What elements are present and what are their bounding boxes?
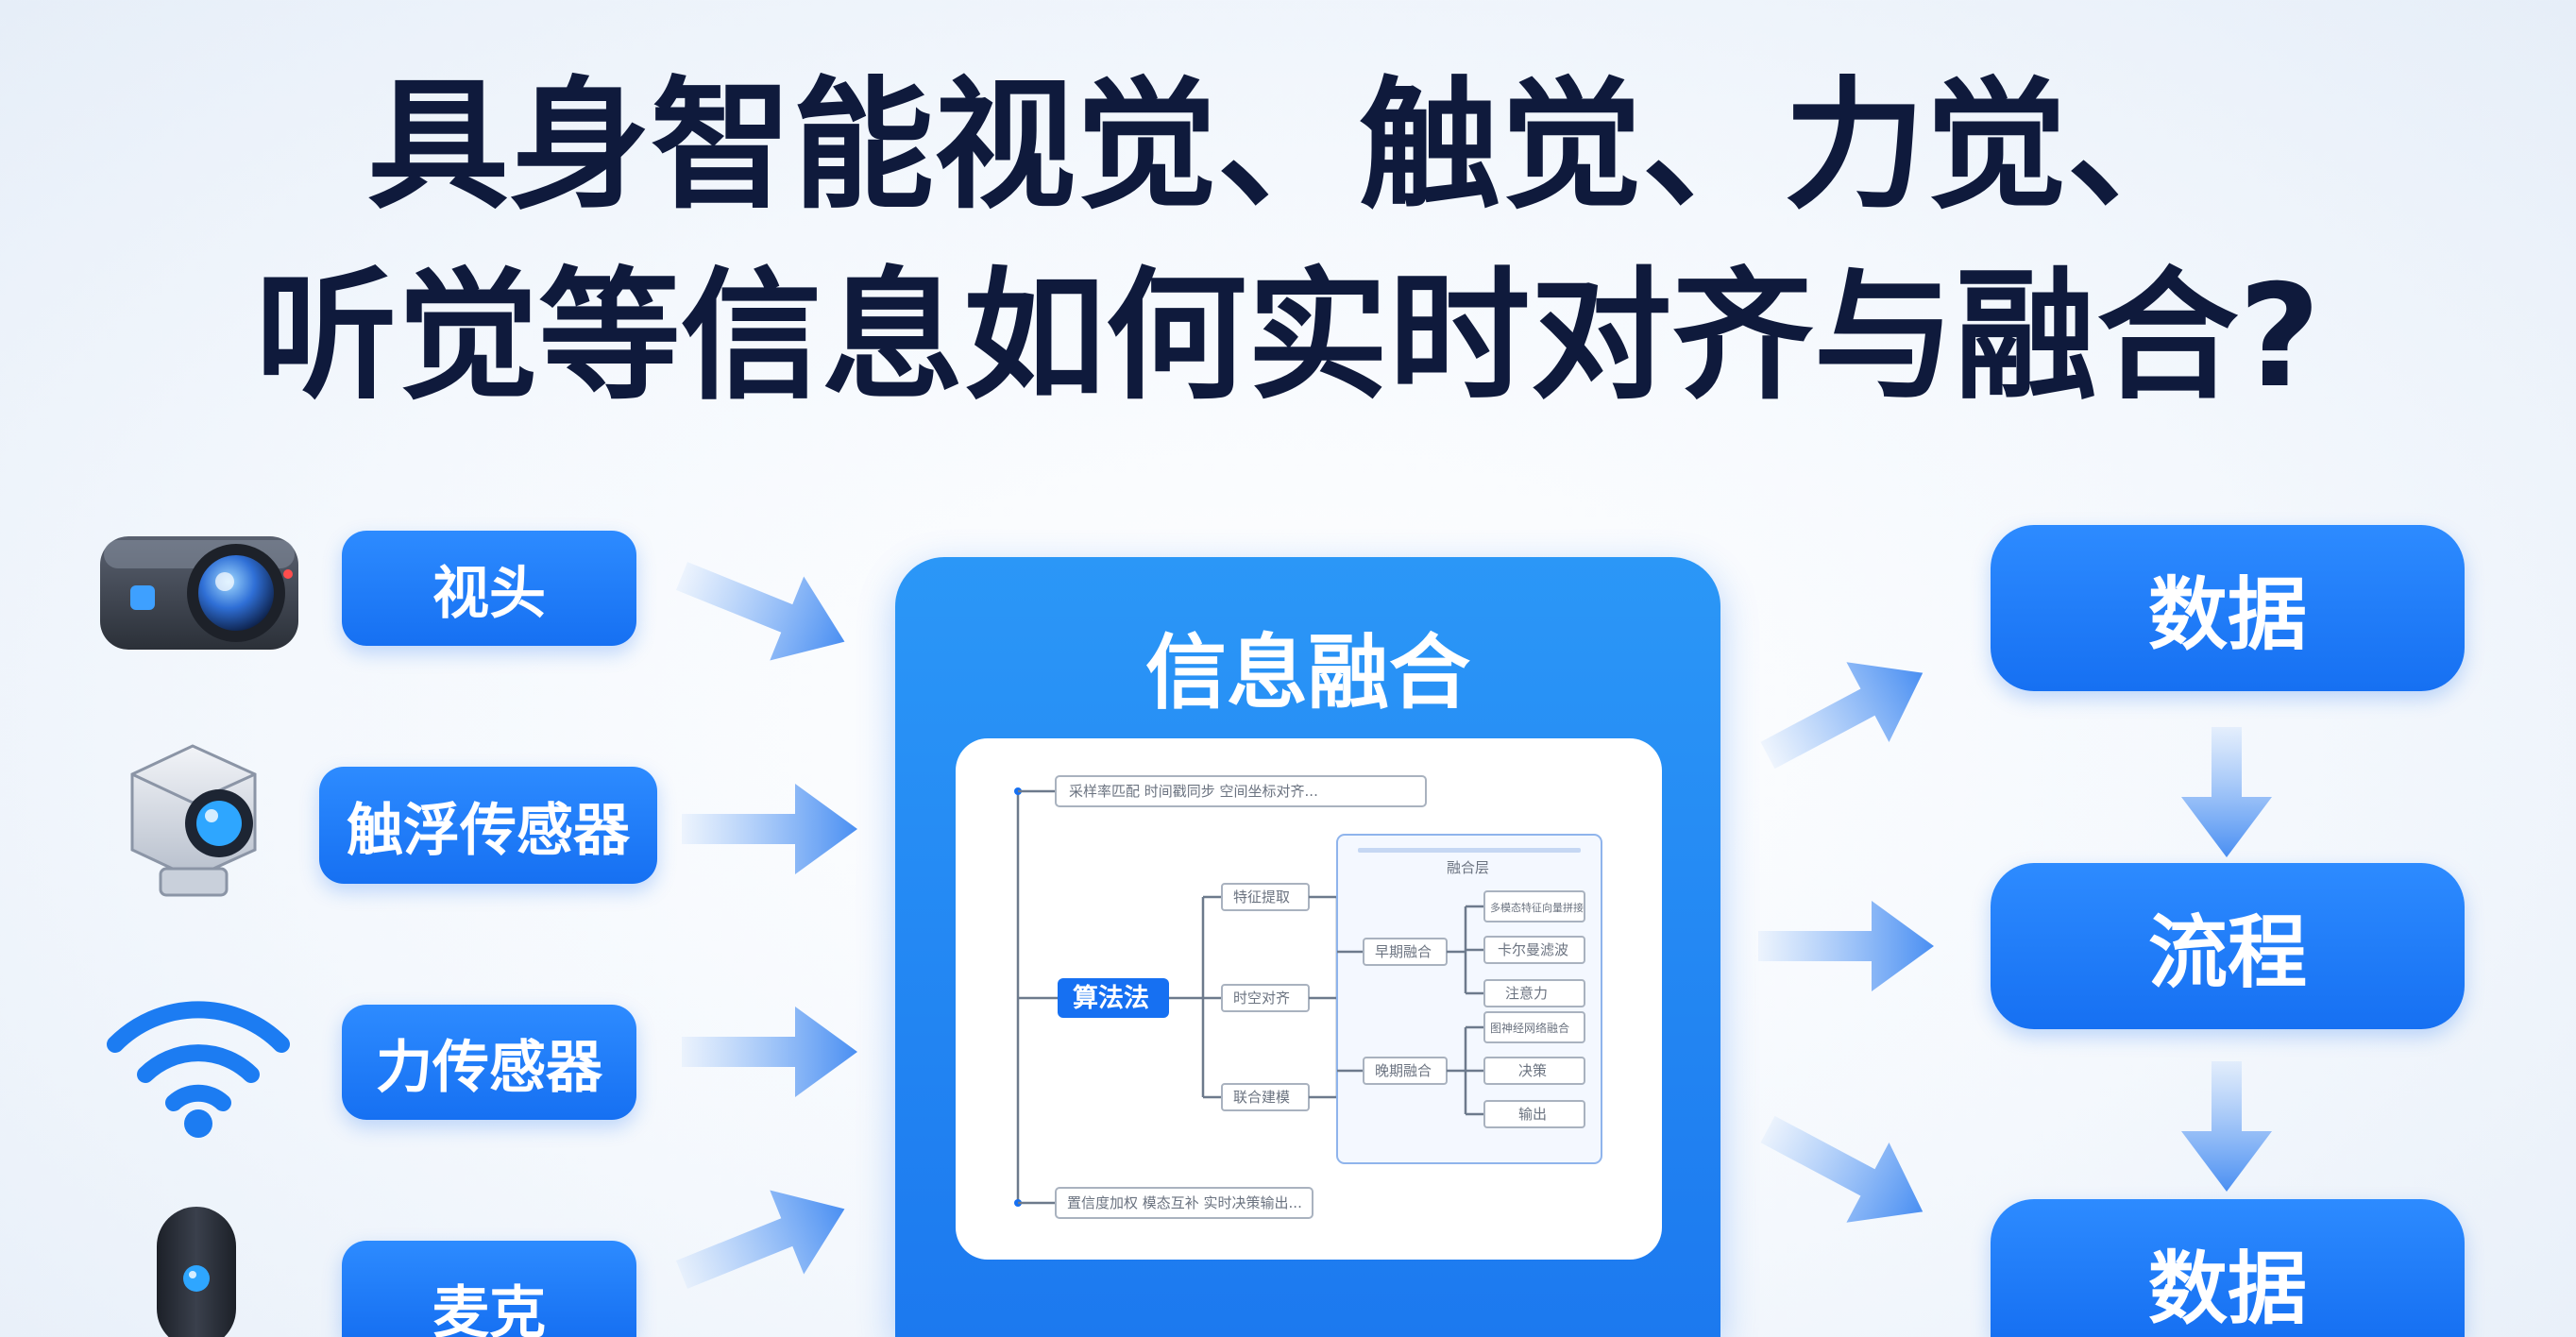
input-pill-tactile-label: 触浮传感器 — [347, 797, 630, 864]
wifi-icon — [107, 1001, 290, 1138]
flowchart-leaf-node-3-label: 注意力 — [1505, 985, 1548, 1002]
flowchart-leaf-node-3 — [1483, 979, 1585, 1007]
flowchart-top-note: 采样率匹配 时间戳同步 空间坐标对齐... — [1069, 783, 1318, 800]
flowchart-mid-node-2-label: 晚期融合 — [1375, 1062, 1432, 1079]
title-line-2: 听觉等信息如何实时对齐与融合? — [255, 255, 2321, 419]
flowchart-mid-node-1-label: 早期融合 — [1375, 943, 1432, 960]
output-pill-process-label: 流程 — [2147, 905, 2307, 999]
output-pill-process: 流程 — [1991, 863, 2465, 1029]
input-pill-force-label: 力传感器 — [376, 1034, 602, 1101]
flowchart-leaf-node-6 — [1483, 1100, 1585, 1128]
arrow-hub-to-output-bottom — [1760, 1115, 1924, 1223]
arrow-output-middle-to-bottom — [2181, 1061, 2272, 1192]
input-pill-tactile: 触浮传感器 — [319, 767, 657, 884]
flowchart-leaf-node-2 — [1483, 936, 1585, 964]
sensor-camera-icon — [130, 744, 257, 897]
flowchart-leaf-node-2-label: 卡尔曼滤波 — [1498, 941, 1568, 958]
flowchart-bottom-note-box — [1055, 1187, 1313, 1219]
flowchart-leaf-node-6-label: 输出 — [1518, 1106, 1547, 1123]
flowchart-branch-node-2-label: 时空对齐 — [1233, 990, 1290, 1007]
output-pill-data-top: 数据 — [1991, 525, 2465, 691]
output-pill-data-bottom-label: 数据 — [2147, 1242, 2307, 1335]
flowchart-main-node-label: 算法法 — [1073, 983, 1149, 1013]
arrow-tactile-to-hub — [682, 784, 857, 874]
input-pill-force: 力传感器 — [342, 1005, 636, 1120]
fusion-flowchart-panel: 采样率匹配 时间戳同步 空间坐标对齐... 置信度加权 模态互补 实时决策输出.… — [956, 738, 1662, 1260]
flowchart-main-node — [1058, 978, 1169, 1018]
flowchart-branch-node-3-label: 联合建模 — [1233, 1089, 1290, 1106]
flowchart-top-note-box — [1055, 775, 1427, 807]
input-pill-camera: 视头 — [342, 531, 636, 646]
input-pill-microphone: 麦克 — [342, 1241, 636, 1337]
microphone-icon — [157, 1207, 236, 1337]
flowchart-bottom-note: 置信度加权 模态互补 实时决策输出... — [1067, 1194, 1302, 1211]
flowchart-leaf-node-5 — [1483, 1057, 1585, 1085]
arrow-force-to-hub — [682, 1007, 857, 1097]
flowchart-group-title: 融合层 — [1447, 859, 1489, 876]
flowchart-leaf-node-4-label: 图神经网络融合 — [1490, 1021, 1569, 1035]
arrow-camera-to-hub — [676, 562, 845, 661]
fusion-flowchart: 采样率匹配 时间戳同步 空间坐标对齐... 置信度加权 模态互补 实时决策输出.… — [1014, 775, 1602, 1219]
arrow-hub-to-output-middle — [1758, 901, 1934, 991]
arrow-output-top-to-middle — [2181, 727, 2272, 857]
output-pill-data-bottom: 数据 — [1991, 1199, 2465, 1337]
output-pill-data-top-label: 数据 — [2147, 567, 2307, 661]
input-pill-camera-label: 视头 — [432, 560, 546, 627]
arrow-microphone-to-hub — [676, 1190, 845, 1289]
input-pill-microphone-label: 麦克 — [432, 1279, 546, 1337]
title-line-1: 具身智能视觉、触觉、力觉、 — [366, 64, 2209, 228]
flowchart-leaf-node-1-label: 多模态特征向量拼接 — [1490, 901, 1584, 914]
flowchart-leaf-node-1 — [1483, 890, 1585, 922]
fusion-hub-title: 信息融合 — [1145, 626, 1470, 720]
camera-icon — [100, 536, 298, 650]
fusion-hub: 信息融合 采样率匹配 时间戳同步 空间坐标对齐... 置信度加权 模态互补 实时… — [895, 557, 1720, 1337]
arrow-hub-to-output-top — [1760, 662, 1924, 770]
flowchart-branch-node-1-label: 特征提取 — [1233, 889, 1290, 905]
flowchart-leaf-node-5-label: 决策 — [1518, 1062, 1547, 1079]
flowchart-leaf-node-4 — [1483, 1011, 1585, 1043]
